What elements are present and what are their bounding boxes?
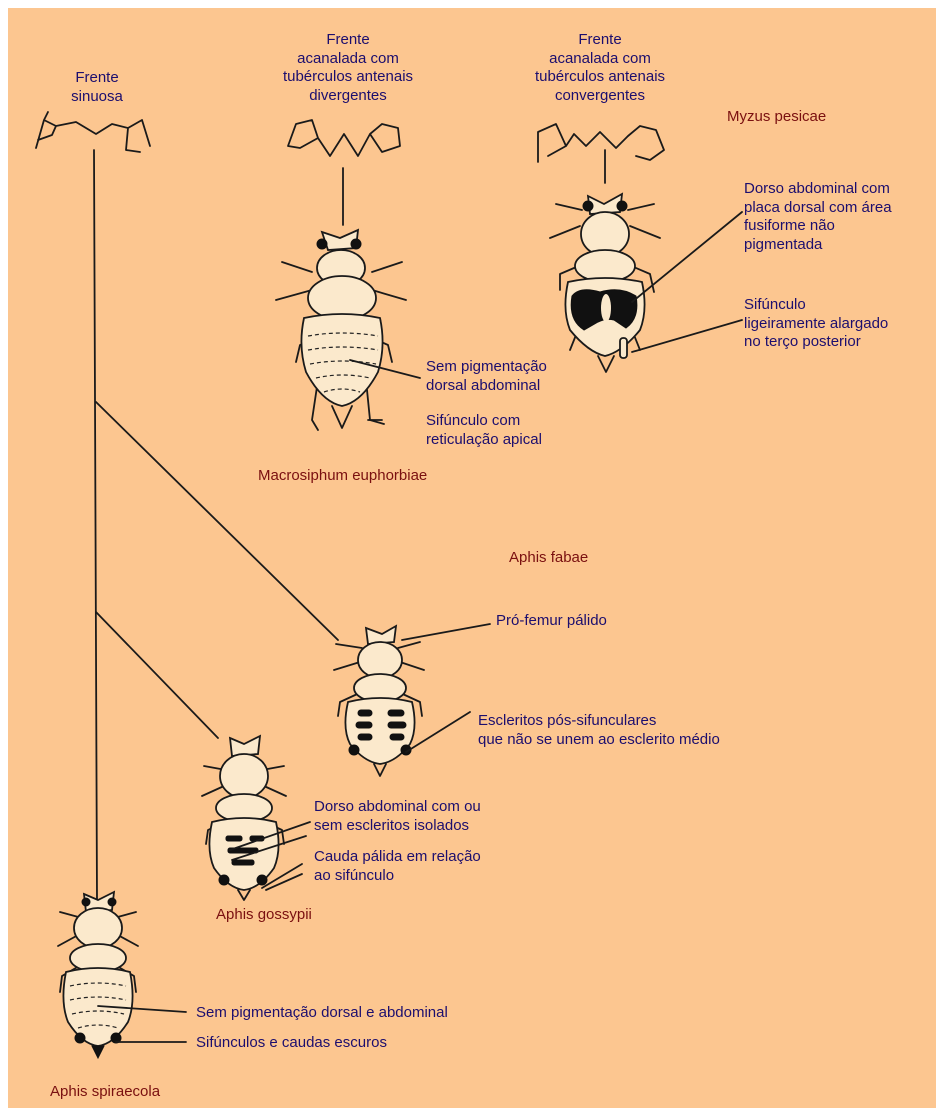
myzus-dorso-annotation: Dorso abdominal com placa dorsal com áre… [744, 180, 892, 254]
aphid-gossypii-drawing [202, 736, 286, 900]
front-sinuosa-label: Frente sinuosa [52, 69, 142, 106]
aphid-fabae-drawing [334, 626, 424, 776]
aphid-myzus-drawing [550, 194, 660, 372]
front-convergentes-outline [538, 124, 664, 162]
fabae-femur-annotation: Pró-femur pálido [496, 612, 607, 631]
myzus-sifunculo-annotation: Sifúnculo ligeiramente alargado no terço… [744, 296, 888, 352]
aphid-macrosiphum-drawing [276, 230, 406, 430]
front-divergentes-label: Frente acanalada com tubérculos antenais… [268, 31, 428, 105]
front-convergentes-label: Frente acanalada com tubérculos antenais… [520, 31, 680, 105]
species-gossypii-label: Aphis gossypii [216, 906, 312, 923]
macrosiphum-sifunculo-annotation: Sifúnculo com reticulação apical [426, 412, 542, 449]
species-macrosiphum-label: Macrosiphum euphorbiae [258, 467, 427, 484]
macrosiphum-pigment-annotation: Sem pigmentação dorsal abdominal [426, 358, 547, 395]
front-sinuosa-outline [36, 112, 150, 152]
spiraecola-pigment-annotation: Sem pigmentação dorsal e abdominal [196, 1004, 448, 1023]
gossypii-cauda-annotation: Cauda pálida em relação ao sifúnculo [314, 848, 481, 885]
fabae-escleritos-annotation: Escleritos pós-sifunculares que não se u… [478, 712, 720, 749]
species-spiraecola-label: Aphis spiraecola [50, 1083, 160, 1100]
gossypii-dorso-annotation: Dorso abdominal com ou sem escleritos is… [314, 798, 481, 835]
leader-lines [98, 212, 742, 1042]
front-divergentes-outline [288, 120, 400, 156]
aphid-spiraecola-drawing [58, 892, 138, 1058]
species-fabae-label: Aphis fabae [509, 549, 588, 566]
spiraecola-sifunculos-annotation: Sifúnculos e caudas escuros [196, 1034, 387, 1053]
species-myzus-label: Myzus pesicae [727, 108, 826, 125]
